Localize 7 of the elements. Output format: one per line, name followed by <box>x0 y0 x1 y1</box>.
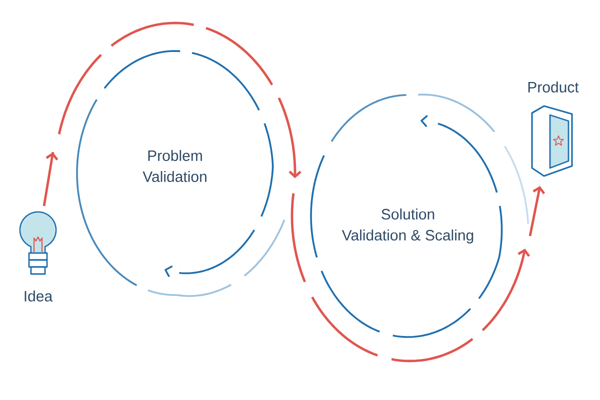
cycle-loop: Solution Validation & Scaling <box>310 94 530 338</box>
cycle-loop: Problem Validation <box>76 50 286 297</box>
arrow <box>528 186 546 236</box>
icon-label: Product <box>528 82 579 92</box>
arrow <box>290 193 530 362</box>
icon-label: Idea <box>24 290 53 302</box>
arrow <box>42 22 302 206</box>
